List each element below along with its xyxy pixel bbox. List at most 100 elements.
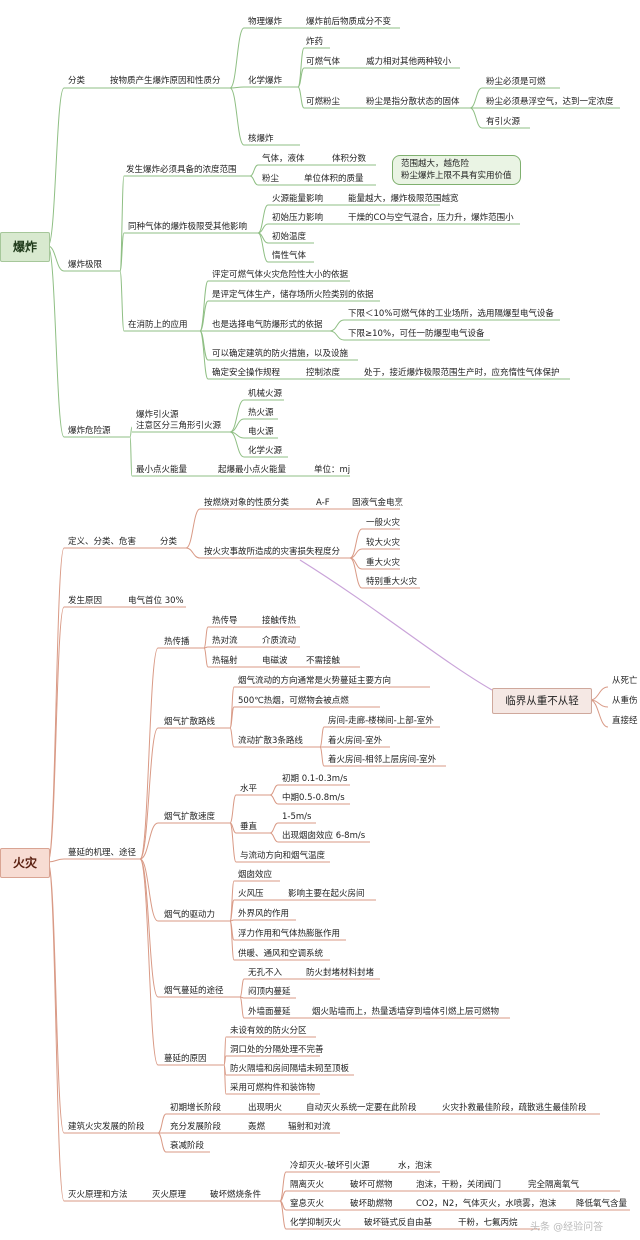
node-path-2[interactable]: 闷顶内蔓延 [248,987,291,997]
node-route-3a[interactable]: 房间-走廊-楼梯间-上部-室外 [328,716,434,726]
node-route-3[interactable]: 流动扩散3条路线 [238,736,303,746]
node-ignition-3[interactable]: 电火源 [248,427,274,437]
node-stage-early-a[interactable]: 出现明火 [248,1103,283,1113]
node-reason-4[interactable]: 采用可燃构件和装饰物 [230,1083,316,1093]
node-vertical-a[interactable]: 1-5m/s [282,812,312,822]
node-use-4[interactable]: 可以确定建筑的防火措施，以及设施 [212,349,349,359]
node-classify-by[interactable]: 按物质产生爆炸原因和性质分 [110,76,221,86]
node-method-1b[interactable]: 水，泡沫 [398,1161,433,1171]
root-node-explosion[interactable]: 爆炸 [0,232,50,262]
node-fire-cause-desc[interactable]: 电气首位 30% [128,596,184,606]
node-drive-2-desc[interactable]: 影响主要在起火房间 [288,889,365,899]
node-ignition-2[interactable]: 热火源 [248,408,274,418]
node-min-energy-desc[interactable]: 起爆最小点火能量 [218,465,287,475]
node-classify[interactable]: 分类 [68,76,86,86]
node-ignition[interactable]: 爆炸引火源 [136,410,179,420]
node-drive-5[interactable]: 供暖、通风和空调系统 [238,949,324,959]
node-method-2d[interactable]: 完全隔离氧气 [528,1180,580,1190]
node-initial-temp[interactable]: 初始温度 [272,232,307,242]
node-energy[interactable]: 火源能量影响 [272,194,324,204]
node-route-3b[interactable]: 着火房间-室外 [328,736,383,746]
node-by-loss[interactable]: 按火灾事故所造成的灾害损失程度分 [204,547,341,557]
node-method-3d[interactable]: 降低氧气含量 [576,1199,628,1209]
node-spread-reason[interactable]: 蔓延的原因 [164,1054,207,1064]
node-vertical[interactable]: 垂直 [240,822,258,832]
node-stage-full[interactable]: 充分发展阶段 [170,1122,222,1132]
node-loss-2[interactable]: 较大火灾 [366,538,401,548]
node-loss-4[interactable]: 特别重大火灾 [366,577,418,587]
node-route-2[interactable]: 500℃热烟，可燃物会被点燃 [238,696,349,706]
node-heat-3[interactable]: 热辐射 [212,656,238,666]
node-heat-1b[interactable]: 接触传热 [262,616,297,626]
node-stage-early[interactable]: 初期增长阶段 [170,1103,222,1113]
node-by-nature-desc[interactable]: 固液气金电烹 [352,498,404,508]
node-use-2[interactable]: 是评定气体生产，储存场所火险类别的依据 [212,290,374,300]
node-ignition-4[interactable]: 化学火源 [248,446,283,456]
node-fire-cause[interactable]: 发生原因 [68,596,103,606]
node-route-3c[interactable]: 着火房间-相邻上层房间-室外 [328,755,437,765]
node-energy-desc[interactable]: 能量越大，爆炸极限范围越宽 [348,194,459,204]
node-drive-1[interactable]: 烟囱效应 [238,870,273,880]
node-reason-2[interactable]: 洞口处的分隔处理不完善 [230,1045,324,1055]
node-reason-1[interactable]: 未设有效的防火分区 [230,1026,307,1036]
node-method-3b[interactable]: 破坏助燃物 [350,1199,393,1209]
node-nuclear-explosion[interactable]: 核爆炸 [248,134,274,144]
node-fire-def[interactable]: 定义、分类、危害 [68,537,137,547]
node-speed-rel[interactable]: 与流动方向和烟气温度 [240,851,326,861]
callout-item-3[interactable]: 直接经 [612,716,638,726]
node-drive-3[interactable]: 外界风的作用 [238,909,290,919]
node-ignition-1[interactable]: 机械火源 [248,389,283,399]
node-dust-cond-3[interactable]: 有引火源 [486,117,521,127]
node-by-nature[interactable]: 按燃烧对象的性质分类 [204,498,290,508]
node-flammable-gas-desc[interactable]: 威力相对其他两种较小 [366,57,452,67]
node-drive-2[interactable]: 火风压 [238,889,264,899]
node-ignition-note[interactable]: 注意区分三角形引火源 [136,421,222,431]
node-stage-early-c[interactable]: 火灾扑救最佳阶段，疏散逃生最佳阶段 [442,1103,587,1113]
node-heat-1[interactable]: 热传导 [212,616,238,626]
node-method-3[interactable]: 窒息灭火 [290,1199,325,1209]
callout-item-1[interactable]: 从死亡 [612,676,638,686]
node-path-1[interactable]: 无孔不入 [248,968,283,978]
node-dust-desc[interactable]: 单位体积的质量 [304,174,364,184]
node-pressure[interactable]: 初始压力影响 [272,213,324,223]
node-inert-gas[interactable]: 惰性气体 [272,251,307,261]
node-min-energy[interactable]: 最小点火能量 [136,465,188,475]
node-chemical-explosion[interactable]: 化学爆炸 [248,76,283,86]
callout-item-2[interactable]: 从重伤 [612,696,638,706]
node-fire-use[interactable]: 在消防上的应用 [128,320,188,330]
node-stages[interactable]: 建筑火灾发展的阶段 [68,1122,145,1132]
node-gas-liquid-desc[interactable]: 体积分数 [332,154,367,164]
node-method-4[interactable]: 化学抑制灭火 [290,1218,342,1228]
node-stage-full-b[interactable]: 辐射和对流 [288,1122,331,1132]
node-flammable-dust[interactable]: 可燃粉尘 [306,97,341,107]
node-dust[interactable]: 粉尘 [262,174,280,184]
node-dust-cond-2[interactable]: 粉尘必须悬浮空气，达到一定浓度 [486,97,614,107]
node-horizontal[interactable]: 水平 [240,784,258,794]
node-heat-3b[interactable]: 电磁波 [262,656,288,666]
node-physical-desc[interactable]: 爆炸前后物质成分不变 [306,17,392,27]
node-path-3[interactable]: 外墙面蔓延 [248,1007,291,1017]
node-drive[interactable]: 烟气的驱动力 [164,910,216,920]
node-horizontal-a[interactable]: 初期 0.1-0.3m/s [282,774,348,784]
node-stage-early-b[interactable]: 自动灭火系统一定要在此阶段 [306,1103,417,1113]
node-use-3[interactable]: 也是选择电气防爆形式的依据 [212,320,323,330]
node-use-5-desc[interactable]: 处于，接近爆炸极限范围生产时，应充惰性气体保护 [364,368,560,378]
node-fire-classify[interactable]: 分类 [160,537,178,547]
node-use-3a[interactable]: 下限＜10%可燃气体的工业场所，选用隔爆型电气设备 [348,309,554,319]
node-dust-cond-1[interactable]: 粉尘必须是可燃 [486,77,546,87]
node-heat-2b[interactable]: 介质流动 [262,636,297,646]
node-min-energy-unit[interactable]: 单位：mj [314,465,351,475]
node-heat-3c[interactable]: 不需接触 [306,656,341,666]
node-route-1[interactable]: 烟气流动的方向通常是火势蔓延主要方向 [238,676,392,686]
node-horizontal-b[interactable]: 中期0.5-0.8m/s [282,793,345,803]
node-physical-explosion[interactable]: 物理爆炸 [248,17,283,27]
node-path-1-desc[interactable]: 防火封堵材料封堵 [306,968,375,978]
node-gas-liquid[interactable]: 气体，液体 [262,154,305,164]
node-principle[interactable]: 灭火原理和方法 [68,1190,128,1200]
node-use-5[interactable]: 确定安全操作规程 [212,368,281,378]
node-speed[interactable]: 烟气扩散速度 [164,812,216,822]
node-method-4c[interactable]: 干粉，七氟丙烷 [458,1218,518,1228]
node-vertical-b[interactable]: 出现烟囱效应 6-8m/s [282,831,366,841]
node-stage-decay[interactable]: 衰减阶段 [170,1141,205,1151]
node-explosion-limits[interactable]: 爆炸极限 [68,260,103,270]
